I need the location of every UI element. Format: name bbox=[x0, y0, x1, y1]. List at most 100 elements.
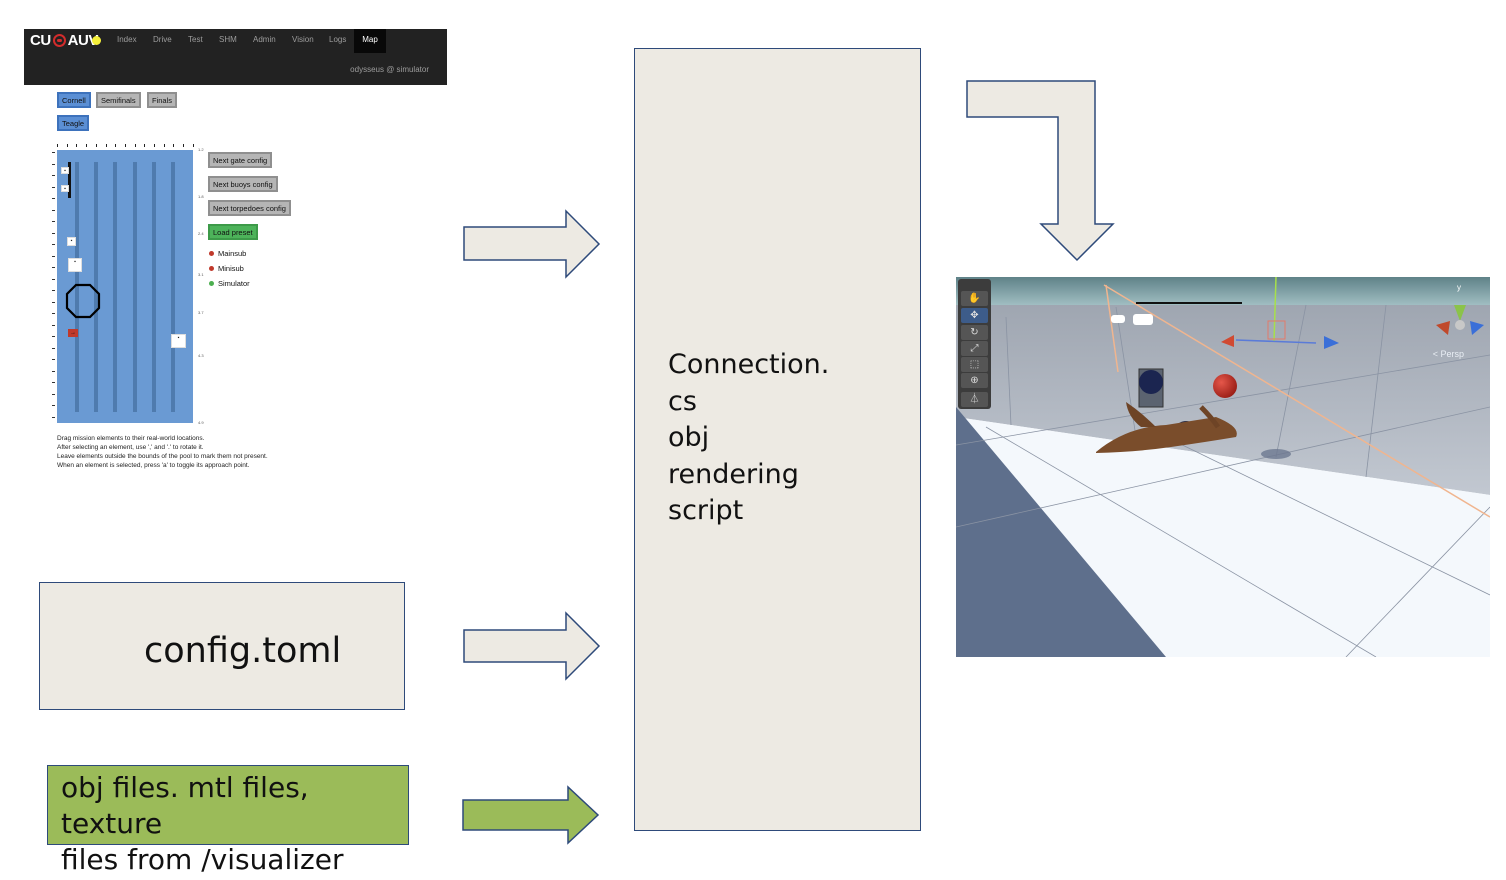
instruction-line: After selecting an element, use ',' and … bbox=[57, 444, 204, 451]
pool-map[interactable] bbox=[57, 150, 193, 423]
logo-text-cu: CU bbox=[30, 32, 51, 49]
scale-tool-icon[interactable]: ⤢ bbox=[961, 341, 988, 356]
z-axis-handle[interactable] bbox=[1324, 336, 1339, 349]
bounds-outline bbox=[1103, 284, 1490, 518]
right-axis-label: 4.9 bbox=[198, 420, 204, 425]
instruction-line: Leave elements outside the bounds of the… bbox=[57, 453, 268, 460]
connection-status-dot bbox=[92, 36, 101, 45]
cuauv-logo[interactable]: CU AUV bbox=[30, 32, 98, 49]
script-line: script bbox=[668, 495, 744, 526]
nav-map[interactable]: Map bbox=[354, 29, 386, 53]
axis-tick bbox=[52, 382, 55, 383]
script-line: cs bbox=[668, 385, 697, 417]
path-marker-element[interactable]: → bbox=[68, 329, 78, 337]
nav-admin[interactable]: Admin bbox=[253, 35, 276, 44]
gate-element[interactable] bbox=[68, 162, 71, 198]
axis-tick bbox=[52, 313, 55, 314]
axis-tick bbox=[52, 416, 55, 418]
mainsub-dot-icon bbox=[209, 251, 214, 256]
axis-tick bbox=[52, 175, 55, 176]
axis-tick bbox=[52, 198, 55, 199]
finals-button[interactable]: Finals bbox=[147, 92, 178, 108]
axis-tick bbox=[86, 144, 88, 147]
axis-tick bbox=[154, 144, 155, 147]
axis-tick bbox=[52, 163, 55, 165]
semifinals-button[interactable]: Semifinals bbox=[96, 92, 141, 108]
axis-tick bbox=[52, 255, 55, 257]
instruction-line: When an element is selected, press 'a' t… bbox=[57, 462, 250, 469]
gate-marker-bottom[interactable]: ▪ bbox=[61, 185, 69, 192]
legend-label: Mainsub bbox=[218, 249, 247, 258]
bin-element[interactable]: ▪ bbox=[171, 334, 186, 348]
arrow-script-to-render bbox=[966, 80, 1115, 262]
next-torpedoes-config-button[interactable]: Next torpedoes config bbox=[208, 200, 291, 216]
orientation-gizmo[interactable]: y bbox=[1436, 283, 1484, 335]
axis-tick bbox=[52, 393, 55, 395]
axis-tick bbox=[52, 221, 55, 222]
load-preset-button[interactable]: Load preset bbox=[208, 224, 258, 240]
transform-tool-icon[interactable]: ⊕ bbox=[961, 373, 988, 388]
map-instructions: Drag mission elements to their real-worl… bbox=[57, 434, 268, 470]
pool-lane bbox=[152, 162, 156, 412]
custom-tool-icon[interactable]: ⏃ bbox=[961, 392, 988, 407]
cornell-button[interactable]: Cornell bbox=[57, 92, 91, 108]
nav-shm[interactable]: SHM bbox=[219, 35, 237, 44]
axis-tick bbox=[134, 144, 136, 147]
connection-script-text: Connection. cs obj rendering script bbox=[668, 347, 829, 530]
config-toml-box: config.toml bbox=[39, 582, 405, 710]
axis-tick bbox=[52, 370, 55, 372]
axis-tick bbox=[52, 209, 55, 211]
unity-scene-view[interactable]: y ✋ ✥ ↻ ⤢ ⬚ ⊕ ⏃ < Persp bbox=[956, 277, 1490, 657]
logo-text-auv: AUV bbox=[67, 32, 99, 49]
axis-tick bbox=[173, 144, 175, 147]
hand-tool-icon[interactable]: ✋ bbox=[961, 291, 988, 306]
legend-mainsub: Mainsub bbox=[209, 249, 246, 258]
teagle-button[interactable]: Teagle bbox=[57, 115, 90, 131]
next-gate-config-button[interactable]: Next gate config bbox=[208, 152, 273, 168]
buoy-model bbox=[1139, 370, 1163, 394]
pool-lane bbox=[133, 162, 137, 412]
move-tool-icon[interactable]: ✥ bbox=[961, 308, 988, 323]
next-buoys-config-button[interactable]: Next buoys config bbox=[208, 176, 278, 192]
axis-tick bbox=[76, 144, 78, 147]
axis-tick bbox=[52, 267, 55, 268]
axis-tick bbox=[192, 144, 194, 147]
pool-lane bbox=[113, 162, 117, 412]
torpedo-element[interactable]: ▪ bbox=[68, 258, 82, 272]
arrow-webui-to-script bbox=[463, 209, 601, 279]
axis-tick bbox=[66, 144, 68, 147]
nav-vision[interactable]: Vision bbox=[292, 35, 314, 44]
axis-tick bbox=[52, 186, 55, 188]
buoy-element[interactable]: ▪ bbox=[67, 237, 76, 246]
rect-tool-icon[interactable]: ⬚ bbox=[961, 357, 988, 372]
gate-marker-top[interactable]: ▪ bbox=[61, 167, 69, 174]
tool-palette: ✋ ✥ ↻ ⤢ ⬚ ⊕ ⏃ bbox=[958, 279, 991, 409]
simulator-dot-icon bbox=[209, 281, 214, 286]
camera-icons bbox=[1111, 314, 1153, 325]
rotate-tool-icon[interactable]: ↻ bbox=[961, 325, 988, 340]
axis-tick bbox=[52, 359, 55, 360]
assets-box: obj files. mtl files, texture files from… bbox=[47, 765, 409, 876]
floor-grid bbox=[956, 304, 1490, 657]
script-line: rendering bbox=[668, 458, 799, 490]
nav-index[interactable]: Index bbox=[117, 35, 137, 44]
pool-lane bbox=[171, 162, 175, 412]
axis-tick bbox=[52, 347, 55, 349]
octagon-element[interactable] bbox=[65, 283, 101, 319]
script-line: Connection. bbox=[668, 349, 830, 380]
assets-line: obj files. mtl files, texture bbox=[61, 771, 309, 840]
nav-logs[interactable]: Logs bbox=[329, 35, 347, 44]
nav-test[interactable]: Test bbox=[188, 35, 203, 44]
perspective-label[interactable]: < Persp bbox=[1432, 349, 1464, 359]
scene-render: y bbox=[956, 277, 1490, 657]
y-axis-handle[interactable] bbox=[1273, 277, 1277, 343]
axis-tick bbox=[52, 290, 55, 291]
pool-lane bbox=[75, 162, 79, 412]
right-axis-label: 2.4 bbox=[198, 231, 204, 236]
x-axis-handle[interactable] bbox=[1221, 335, 1234, 347]
nav-drive[interactable]: Drive bbox=[153, 35, 172, 44]
assets-line: files from /visualizer bbox=[61, 843, 344, 876]
gizmo-y-label: y bbox=[1457, 283, 1461, 292]
axis-tick bbox=[115, 144, 117, 147]
